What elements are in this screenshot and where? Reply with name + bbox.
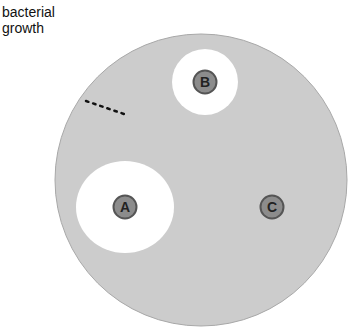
disc-shape <box>114 196 137 219</box>
antibiotic-disc: A <box>112 194 138 220</box>
antibiotic-disc: C <box>259 194 285 220</box>
disc-shape <box>194 71 217 94</box>
clear-zone <box>172 49 238 115</box>
disc-letter: B <box>200 75 210 89</box>
leader-line <box>86 101 124 114</box>
disc-letter: A <box>120 200 130 214</box>
antibiotic-disc: B <box>192 69 218 95</box>
callout-label: bacterial growth <box>2 4 74 36</box>
petri-dish <box>55 34 347 326</box>
disc-letter: C <box>267 200 277 214</box>
disc-shape <box>261 196 284 219</box>
clear-zone <box>76 161 174 253</box>
